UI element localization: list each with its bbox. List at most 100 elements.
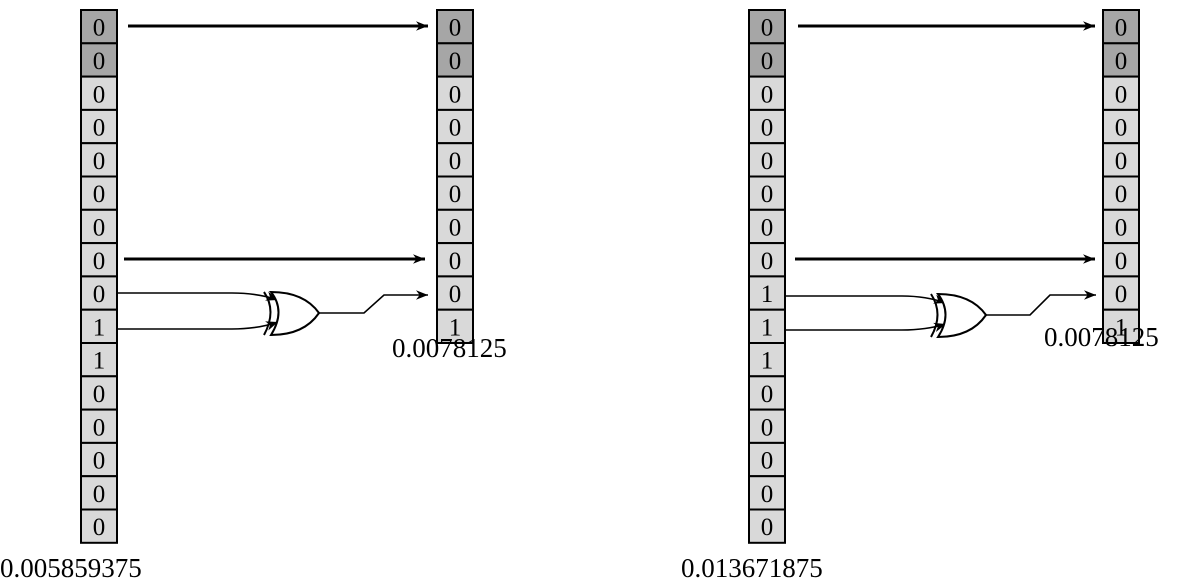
source-bit-right-13: 0: [748, 441, 786, 478]
bit-value: 0: [1115, 115, 1128, 142]
bit-value: 0: [93, 514, 106, 541]
bit-value: 1: [93, 314, 106, 341]
bit-cell: [748, 208, 786, 245]
gate-output-right: [986, 290, 1096, 316]
bit-value: 0: [449, 181, 462, 208]
bit-value: 0: [449, 214, 462, 241]
bit-value: 0: [93, 81, 106, 108]
bit-cell: [1102, 9, 1140, 45]
bit-cell: [80, 242, 118, 278]
result-bit-left-6: 0: [436, 208, 474, 245]
bit-value: 0: [761, 214, 774, 241]
bit-value: 0: [761, 81, 774, 108]
source-bit-left-11: 0: [80, 375, 118, 411]
bit-value: 1: [761, 348, 774, 375]
bit-cell: [1102, 108, 1140, 145]
bit-value: 0: [1115, 248, 1128, 275]
result-bit-left-7: 0: [436, 242, 474, 278]
bit-value: 0: [1115, 48, 1128, 75]
gate-input-b-right: [786, 322, 947, 333]
result-bit-right-2: 0: [1102, 75, 1140, 111]
gate-input-b-left: [118, 321, 279, 331]
bit-cell: [80, 175, 118, 211]
source-bit-left-7: 0: [80, 242, 118, 278]
bit-value: 0: [93, 248, 106, 275]
bit-value: 1: [449, 314, 462, 341]
result-bit-right-0: 0: [1102, 9, 1140, 45]
bit-cell: [748, 441, 786, 478]
bit-cell: [748, 342, 786, 378]
source-bit-right-14: 0: [748, 475, 786, 511]
bit-cell: [1102, 142, 1140, 178]
source-bit-right-11: 0: [748, 375, 786, 411]
bit-value: 0: [449, 148, 462, 175]
bit-value: 0: [93, 181, 106, 208]
bit-value: 0: [93, 15, 106, 42]
source-bit-right-6: 0: [748, 208, 786, 245]
bit-cell: [436, 75, 474, 111]
source-bit-left-15: 0: [80, 508, 118, 544]
result-bit-left-3: 0: [436, 108, 474, 145]
bit-value: 0: [761, 15, 774, 42]
bit-cell: [436, 108, 474, 145]
bit-cell: [436, 308, 474, 345]
source-bit-left-2: 0: [80, 75, 118, 111]
source-bit-left-9: 1: [80, 308, 118, 345]
source-bit-right-15: 0: [748, 508, 786, 544]
bit-cell: [748, 375, 786, 411]
source-bit-right-5: 0: [748, 175, 786, 211]
bit-value: 0: [1115, 281, 1128, 308]
result-bit-left-0: 0: [436, 9, 474, 45]
bit-value: 0: [449, 48, 462, 75]
result-bit-left-2: 0: [436, 75, 474, 111]
bit-value: 0: [93, 381, 106, 408]
bit-cell: [436, 242, 474, 278]
bit-value: 0: [93, 115, 106, 142]
bit-value: 0: [93, 214, 106, 241]
source-value-left: 0.005859375: [0, 553, 142, 581]
result-bit-right-3: 0: [1102, 108, 1140, 145]
bit-value: 0: [93, 481, 106, 508]
source-bit-right-7: 0: [748, 242, 786, 278]
bit-value: 0: [1115, 214, 1128, 241]
source-bit-right-4: 0: [748, 142, 786, 178]
result-bit-left-9: 1: [436, 308, 474, 345]
source-bit-left-4: 0: [80, 142, 118, 178]
bit-value: 1: [93, 348, 106, 375]
bit-value: 0: [761, 148, 774, 175]
source-bit-right-12: 0: [748, 408, 786, 444]
bit-value: 0: [449, 115, 462, 142]
source-bit-left-13: 0: [80, 441, 118, 478]
result-bit-left-8: 0: [436, 275, 474, 311]
bit-cell: [436, 208, 474, 245]
bit-value: 0: [449, 281, 462, 308]
result-bit-right-4: 0: [1102, 142, 1140, 178]
bit-value: 1: [761, 314, 774, 341]
bit-cell: [1102, 308, 1140, 345]
bit-value: 0: [761, 115, 774, 142]
bit-cell: [748, 142, 786, 178]
bit-cell: [748, 275, 786, 311]
bit-value: 0: [761, 248, 774, 275]
result-bit-right-1: 0: [1102, 42, 1140, 78]
bit-value: 0: [93, 414, 106, 441]
source-bit-left-14: 0: [80, 475, 118, 511]
bit-value: 0: [1115, 81, 1128, 108]
source-bit-right-8: 1: [748, 275, 786, 311]
bit-value: 0: [449, 15, 462, 42]
result-value-left: 0.0078125: [392, 333, 507, 363]
result-bit-right-5: 0: [1102, 175, 1140, 211]
bit-value: 0: [449, 248, 462, 275]
result-bit-left-1: 0: [436, 42, 474, 78]
source-bit-right-9: 1: [748, 308, 786, 345]
bit-cell: [1102, 208, 1140, 245]
source-bit-right-10: 1: [748, 342, 786, 378]
result-bit-right-9: 1: [1102, 308, 1140, 345]
bit-value: 0: [93, 448, 106, 475]
